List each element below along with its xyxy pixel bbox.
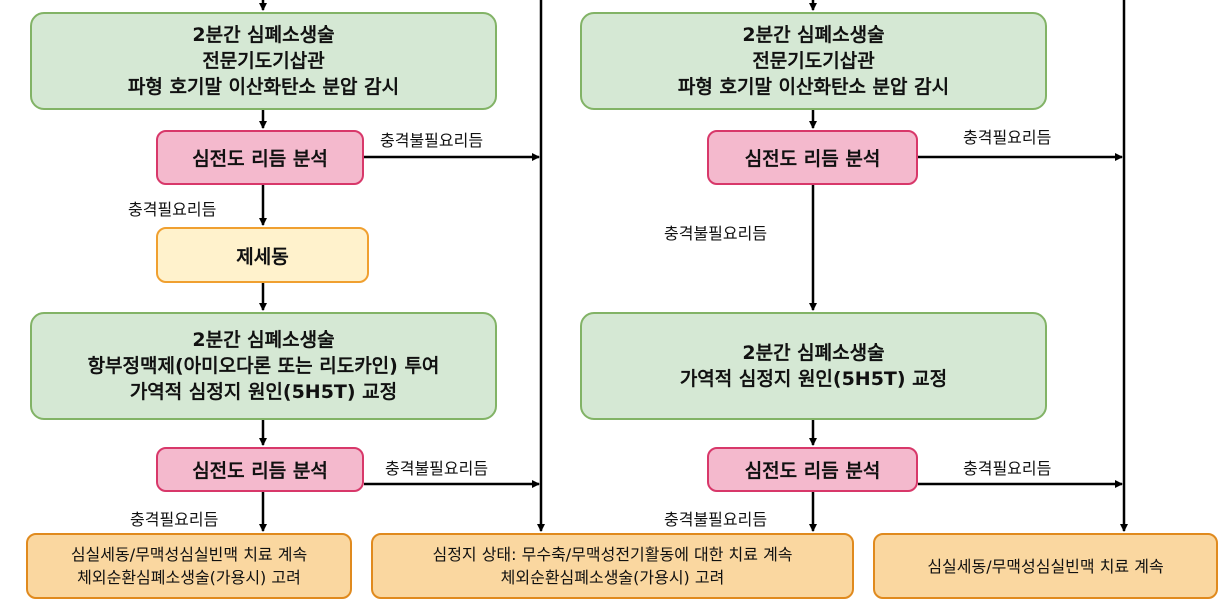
right-label-shockable-1: 충격필요리듬 bbox=[963, 128, 1052, 147]
left-rhythm1-text: 심전도 리듬 분석 bbox=[192, 148, 328, 170]
right-label-shockable-2: 충격필요리듬 bbox=[963, 459, 1052, 478]
right-cpr1-line-2: 전문기도기삽관 bbox=[752, 50, 875, 72]
middle-outcome-line-2: 체외순환심폐소생술(가용시) 고려 bbox=[500, 568, 725, 587]
right-cpr2-line-2: 가역적 심정지 원인(5H5T) 교정 bbox=[679, 368, 948, 390]
right-cpr2-line-1: 2분간 심폐소생술 bbox=[742, 342, 885, 364]
right-rhythm2-text: 심전도 리듬 분석 bbox=[744, 460, 881, 482]
right-cpr1-line-1: 2분간 심폐소생술 bbox=[742, 24, 885, 46]
left-cpr2-line-2: 항부정맥제(아미오다론 또는 리도카인) 투여 bbox=[87, 355, 440, 377]
middle-outcome-nonshockable: 심정지 상태: 무수축/무맥성전기활동에 대한 치료 계속 체외순환심폐소생술(… bbox=[371, 533, 854, 599]
left-cpr1-line-3: 파형 호기말 이산화탄소 분압 감시 bbox=[127, 76, 400, 98]
left-outcome-shockable: 심실세동/무맥성심실빈맥 치료 계속 체외순환심폐소생술(가용시) 고려 bbox=[26, 533, 352, 599]
left-cpr1-line-1: 2분간 심폐소생술 bbox=[192, 24, 335, 46]
right-cpr-block-1: 2분간 심폐소생술 전문기도기삽관 파형 호기말 이산화탄소 분압 감시 bbox=[580, 12, 1047, 110]
left-label-nonshockable-2: 충격불필요리듬 bbox=[385, 459, 489, 478]
left-label-shockable-1: 충격필요리듬 bbox=[128, 200, 217, 219]
left-outcome-line-1: 심실세동/무맥성심실빈맥 치료 계속 bbox=[70, 545, 308, 564]
right-outcome-shockable: 심실세동/무맥성심실빈맥 치료 계속 bbox=[873, 533, 1218, 599]
left-cpr-block-1: 2분간 심폐소생술 전문기도기삽관 파형 호기말 이산화탄소 분압 감시 bbox=[30, 12, 497, 110]
left-cpr2-line-1: 2분간 심폐소생술 bbox=[192, 329, 335, 351]
right-cpr1-line-3: 파형 호기말 이산화탄소 분압 감시 bbox=[677, 76, 950, 98]
left-cpr-block-2: 2분간 심폐소생술 항부정맥제(아미오다론 또는 리도카인) 투여 가역적 심정… bbox=[30, 312, 497, 420]
right-label-nonshockable-2: 충격불필요리듬 bbox=[664, 510, 768, 529]
right-cpr-block-2: 2분간 심폐소생술 가역적 심정지 원인(5H5T) 교정 bbox=[580, 312, 1047, 420]
left-label-nonshockable-1: 충격불필요리듬 bbox=[380, 131, 484, 150]
right-rhythm-check-2: 심전도 리듬 분석 bbox=[707, 447, 918, 492]
right-outcome-line-1: 심실세동/무맥성심실빈맥 치료 계속 bbox=[927, 556, 1164, 576]
left-rhythm2-text: 심전도 리듬 분석 bbox=[192, 460, 328, 482]
right-label-nonshockable-1: 충격불필요리듬 bbox=[664, 224, 768, 243]
right-rhythm-check-1: 심전도 리듬 분석 bbox=[707, 130, 918, 185]
left-cpr1-line-2: 전문기도기삽관 bbox=[202, 50, 325, 72]
left-outcome-line-2: 체외순환심폐소생술(가용시) 고려 bbox=[77, 568, 301, 587]
left-rhythm-check-1: 심전도 리듬 분석 bbox=[156, 130, 364, 185]
left-defibrillation: 제세동 bbox=[156, 227, 369, 283]
left-defib-text: 제세동 bbox=[236, 245, 289, 268]
left-label-shockable-2: 충격필요리듬 bbox=[130, 510, 219, 529]
left-rhythm-check-2: 심전도 리듬 분석 bbox=[156, 447, 364, 492]
right-rhythm1-text: 심전도 리듬 분석 bbox=[744, 148, 881, 170]
middle-outcome-line-1: 심정지 상태: 무수축/무맥성전기활동에 대한 치료 계속 bbox=[432, 545, 793, 564]
left-cpr2-line-3: 가역적 심정지 원인(5H5T) 교정 bbox=[129, 381, 398, 403]
